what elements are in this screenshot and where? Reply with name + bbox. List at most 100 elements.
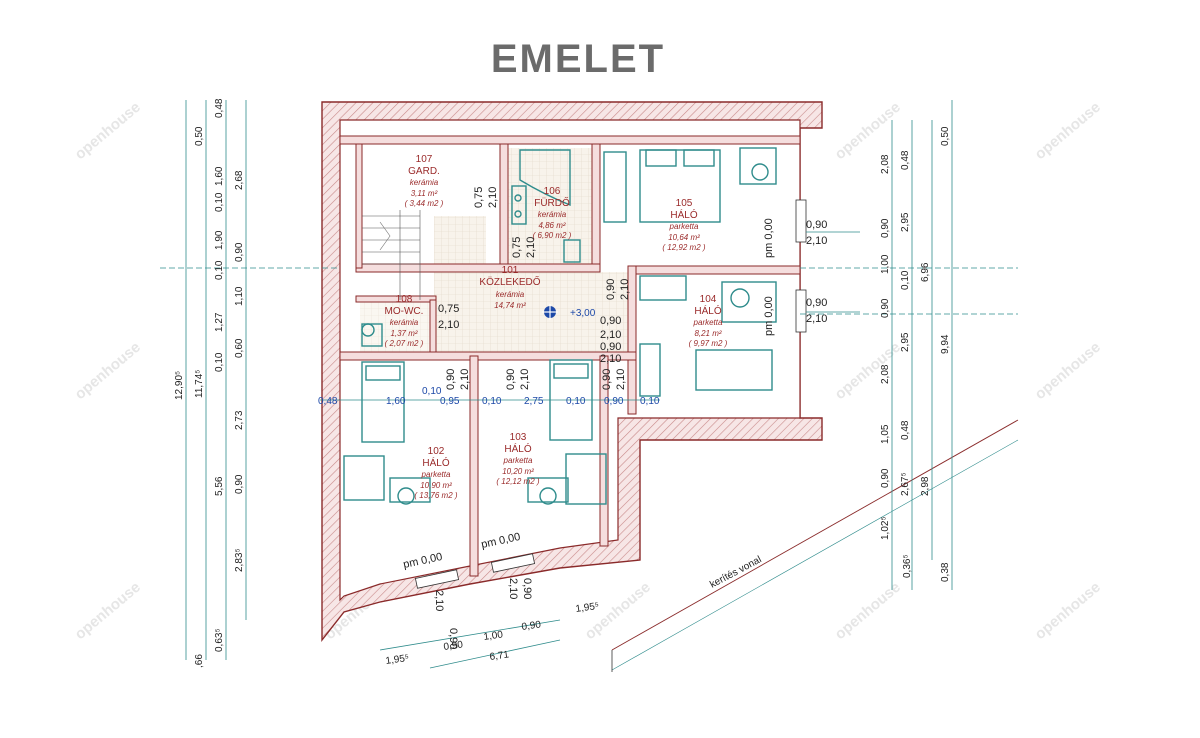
svg-text:2,83⁵: 2,83⁵ xyxy=(234,548,245,572)
svg-text:HÁLÓ: HÁLÓ xyxy=(694,304,721,317)
svg-text:0,10: 0,10 xyxy=(482,396,502,407)
svg-text:( 3,44 m2 ): ( 3,44 m2 ) xyxy=(405,199,444,208)
svg-text:0,90: 0,90 xyxy=(447,628,459,649)
svg-text:1,95⁵: 1,95⁵ xyxy=(385,653,410,667)
svg-text:0,90: 0,90 xyxy=(521,619,542,633)
stair xyxy=(434,216,486,272)
svg-text:1,60: 1,60 xyxy=(386,396,406,407)
svg-text:1,05: 1,05 xyxy=(880,424,891,444)
svg-text:6,96: 6,96 xyxy=(920,262,931,282)
interior-walls xyxy=(339,135,801,577)
svg-text:0,90: 0,90 xyxy=(806,219,827,231)
svg-text:11,74⁵: 11,74⁵ xyxy=(194,370,205,398)
svg-text:0,10: 0,10 xyxy=(214,192,225,212)
svg-text:HÁLÓ: HÁLÓ xyxy=(422,456,449,469)
left-dimensions: 12,90⁵ 11,74⁵ 0,50 1,60 0,10 1,90 0,10 1… xyxy=(174,98,245,668)
watermark: openhouse xyxy=(832,99,904,163)
svg-text:kerámia: kerámia xyxy=(390,318,419,327)
svg-text:0,90: 0,90 xyxy=(806,297,827,309)
svg-text:2,10: 2,10 xyxy=(615,369,627,390)
svg-text:2,10: 2,10 xyxy=(806,235,827,247)
svg-text:2,68: 2,68 xyxy=(234,170,245,190)
svg-text:0,90: 0,90 xyxy=(880,468,891,488)
window-dimensions-right: 0,90 2,10 0,90 2,10 xyxy=(806,219,827,325)
svg-text:2,08: 2,08 xyxy=(880,154,891,174)
svg-text:103: 103 xyxy=(510,432,527,443)
corridor-floor xyxy=(434,272,634,354)
svg-text:( 9,97 m2 ): ( 9,97 m2 ) xyxy=(689,339,728,348)
svg-text:14,74 m²: 14,74 m² xyxy=(494,301,526,310)
svg-text:2,10: 2,10 xyxy=(507,578,519,599)
svg-text:1,02⁵: 1,02⁵ xyxy=(880,516,891,540)
svg-text:3,11 m²: 3,11 m² xyxy=(411,189,438,198)
room-label-107: 107 GARD. kerámia 3,11 m² ( 3,44 m2 ) xyxy=(405,154,444,208)
svg-text:0,90: 0,90 xyxy=(443,639,464,653)
svg-text:8,21 m²: 8,21 m² xyxy=(694,329,721,338)
svg-text:0,48: 0,48 xyxy=(214,98,225,118)
svg-text:2,73: 2,73 xyxy=(234,410,245,430)
svg-text:1,95⁵: 1,95⁵ xyxy=(575,601,600,615)
svg-text:1,60: 1,60 xyxy=(214,166,225,186)
svg-text:1,00: 1,00 xyxy=(483,629,504,643)
watermark: openhouse xyxy=(72,99,144,163)
svg-text:6,71: 6,71 xyxy=(489,649,510,663)
svg-text:HÁLÓ: HÁLÓ xyxy=(504,442,531,455)
svg-text:0,48: 0,48 xyxy=(318,396,338,407)
room-label-106: 106 FÜRDŐ kerámia 4,86 m² ( 6,90 m2 ) xyxy=(533,186,572,240)
watermark: openhouse xyxy=(72,579,144,643)
window-dimensions-bottom: 0,90 2,10 0,90 2,10 xyxy=(433,578,533,649)
svg-text:10,64 m²: 10,64 m² xyxy=(668,233,700,242)
svg-text:kerámia: kerámia xyxy=(496,290,525,299)
right-dimensions: 2,08 0,90 1,00 0,90 2,95 2,08 1,05 0,90 … xyxy=(880,126,951,582)
svg-text:0,90: 0,90 xyxy=(600,341,621,353)
svg-text:KÖZLEKEDŐ: KÖZLEKEDŐ xyxy=(479,274,540,288)
svg-text:0,10: 0,10 xyxy=(900,270,911,290)
svg-text:0,48: 0,48 xyxy=(900,420,911,440)
svg-text:0,90: 0,90 xyxy=(600,315,621,327)
svg-text:0,36⁵: 0,36⁵ xyxy=(902,554,913,578)
bottom-dimensions: 1,95⁵ 0,90 1,00 0,90 1,95⁵ 6,71 xyxy=(385,601,600,667)
svg-text:( 2,07 m2 ): ( 2,07 m2 ) xyxy=(385,339,424,348)
level-marker: +3,00 xyxy=(542,304,596,320)
svg-text:,66: ,66 xyxy=(194,654,205,668)
svg-text:2,10: 2,10 xyxy=(806,313,827,325)
svg-text:0,10: 0,10 xyxy=(640,396,660,407)
svg-text:2,75: 2,75 xyxy=(524,396,544,407)
inner-dimension-row: 0,48 1,60 0,10 0,95 0,10 2,75 0,10 0,90 … xyxy=(318,386,660,407)
svg-text:1,00: 1,00 xyxy=(880,254,891,274)
room-label-101: 101 KÖZLEKEDŐ kerámia 14,74 m² xyxy=(479,265,540,310)
svg-text:2,67⁵: 2,67⁵ xyxy=(900,472,911,496)
svg-text:12,90⁵: 12,90⁵ xyxy=(174,371,185,400)
svg-text:2,98: 2,98 xyxy=(920,476,931,496)
fence-line xyxy=(611,419,1019,672)
svg-text:0,38: 0,38 xyxy=(940,562,951,582)
svg-text:parketta: parketta xyxy=(503,456,533,465)
svg-text:0,50: 0,50 xyxy=(940,126,951,146)
svg-text:MO-WC.: MO-WC. xyxy=(385,306,424,317)
room-label-104: 104 HÁLÓ parketta 8,21 m² ( 9,97 m2 ) xyxy=(689,294,728,348)
watermark: openhouse xyxy=(1032,339,1104,403)
svg-text:102: 102 xyxy=(428,446,445,457)
svg-text:( 12,92 m2 ): ( 12,92 m2 ) xyxy=(662,243,705,252)
door-dimensions: 0,75 2,10 0,75 2,10 0,90 2,10 0,90 2,10 … xyxy=(438,187,631,390)
svg-text:0,10: 0,10 xyxy=(214,260,225,280)
window-mark: pm 0,00 xyxy=(763,296,775,336)
room-label-102: 102 HÁLÓ parketta 10,90 m² ( 13,76 m2 ) xyxy=(414,446,457,500)
svg-text:0,50: 0,50 xyxy=(194,126,205,146)
svg-text:0,63⁵: 0,63⁵ xyxy=(214,628,225,652)
svg-text:parketta: parketta xyxy=(693,318,723,327)
room-label-108: 108 MO-WC. kerámia 1,37 m² ( 2,07 m2 ) xyxy=(385,294,424,348)
svg-text:0,10: 0,10 xyxy=(566,396,586,407)
room-label-105: 105 HÁLÓ parketta 10,64 m² ( 12,92 m2 ) xyxy=(662,198,705,252)
svg-text:106: 106 xyxy=(544,186,561,197)
svg-text:0,10: 0,10 xyxy=(422,386,442,397)
svg-text:2,10: 2,10 xyxy=(433,590,445,611)
svg-text:2,10: 2,10 xyxy=(619,279,631,300)
svg-text:( 12,12 m2 ): ( 12,12 m2 ) xyxy=(496,477,539,486)
svg-text:0,90: 0,90 xyxy=(521,578,533,599)
svg-text:2,10: 2,10 xyxy=(525,237,537,258)
svg-text:0,10: 0,10 xyxy=(214,352,225,372)
svg-text:0,90: 0,90 xyxy=(880,298,891,318)
svg-text:1,10: 1,10 xyxy=(234,286,245,306)
